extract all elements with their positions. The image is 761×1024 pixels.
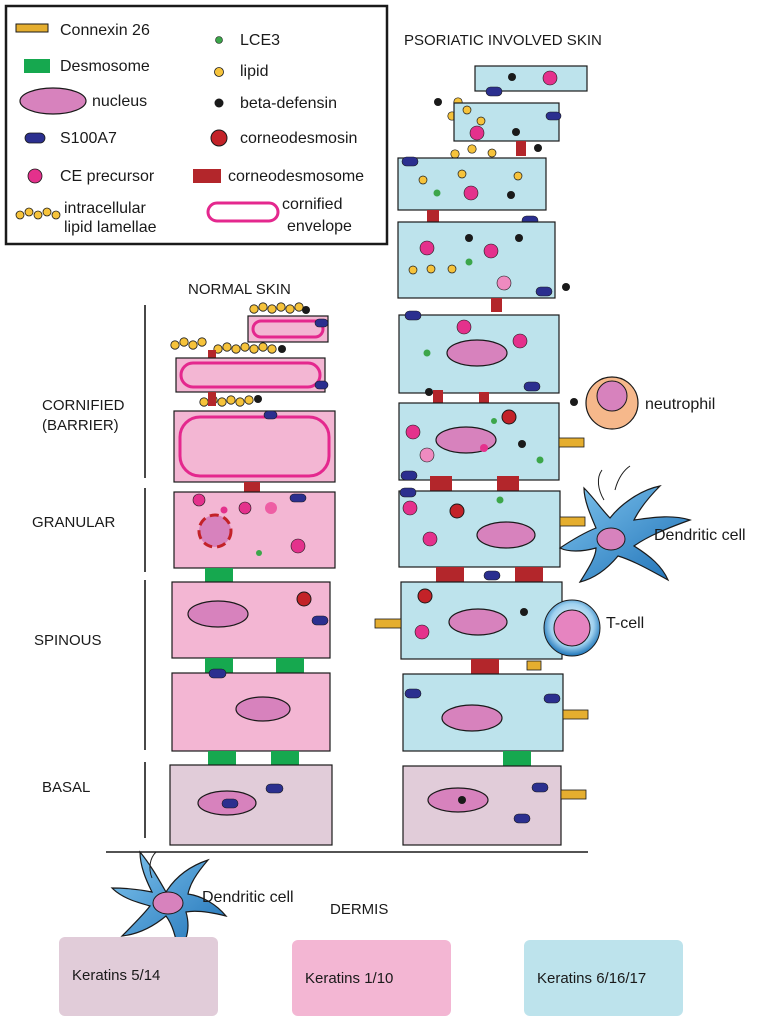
heading-normal: NORMAL SKIN	[188, 281, 291, 298]
legend-cornified-envelope-1: cornified	[282, 196, 342, 213]
cornified-envelope-icon	[206, 201, 280, 223]
legend-lipid: lipid	[240, 63, 268, 80]
legend-lipid-lamellae-2: lipid lamellae	[64, 219, 157, 236]
ce-precursor-icon	[27, 168, 43, 184]
label-neutrophil: neutrophil	[645, 396, 715, 413]
legend-cornified-envelope-2: envelope	[287, 218, 352, 235]
keratin-box-5-14	[59, 937, 218, 1016]
dendritic-cell-dermis: Dendritic cell	[110, 850, 294, 954]
legend-s100a7: S100A7	[60, 130, 117, 147]
legend-ce-precursor: CE precursor	[60, 168, 155, 185]
legend: Connexin 26 Desmosome nucleus S100A7 CE …	[4, 4, 389, 246]
layer-basal: BASAL	[42, 779, 90, 796]
legend-desmosome: Desmosome	[60, 58, 150, 75]
legend-nucleus: nucleus	[92, 93, 147, 110]
keratin-legend: Keratins 5/14 Keratins 1/10 Keratins 6/1…	[59, 937, 683, 1016]
desmosome-icon	[24, 59, 50, 73]
legend-lipid-lamellae-1: intracellular	[64, 200, 146, 217]
layer-spinous: SPINOUS	[34, 632, 102, 649]
keratin-label-6-16-17: Keratins 6/16/17	[537, 970, 646, 987]
legend-lce3: LCE3	[240, 32, 280, 49]
legend-corneodesmosin: corneodesmosin	[240, 130, 357, 147]
nucleus-icon	[19, 87, 87, 115]
layer-labels: CORNIFIED (BARRIER) GRANULAR SPINOUS BAS…	[32, 397, 125, 796]
normal-lipid-lamellae	[170, 302, 304, 407]
normal-skin-column	[169, 302, 336, 846]
keratin-box-1-10	[292, 940, 451, 1016]
layer-dividers	[106, 305, 588, 853]
keratin-box-6-16-17	[524, 940, 683, 1016]
keratin-label-1-10: Keratins 1/10	[305, 970, 393, 987]
s100a7-icon	[24, 132, 46, 144]
label-dendritic-dermis: Dendritic cell	[202, 889, 294, 906]
legend-beta-defensin: beta-defensin	[240, 95, 337, 112]
legend-corneodesmosome: corneodesmosome	[228, 168, 364, 185]
layer-cornified: CORNIFIED	[42, 397, 125, 414]
corneodesmosome-icon	[193, 169, 221, 183]
label-dendritic-epidermis: Dendritic cell	[654, 527, 746, 544]
neutrophil: neutrophil	[585, 376, 715, 430]
beta-defensin-icon	[214, 98, 224, 108]
legend-box	[4, 4, 389, 246]
psoriatic-scale-3	[397, 157, 547, 211]
connexin-26-icon	[15, 23, 49, 33]
lipid-lamellae-icon	[15, 207, 61, 220]
label-t-cell: T-cell	[606, 615, 644, 632]
layer-granular: GRANULAR	[32, 514, 116, 531]
layer-cornified-barrier: (BARRIER)	[42, 417, 119, 434]
dendritic-cell-epidermis: Dendritic cell	[558, 465, 746, 583]
corneodesmosin-icon	[210, 129, 228, 147]
normal-spinous-cell-2	[171, 672, 331, 752]
legend-connexin: Connexin 26	[60, 22, 150, 39]
psoriatic-scale-4	[397, 221, 556, 299]
keratin-label-5-14: Keratins 5/14	[72, 967, 160, 984]
lipid-icon	[214, 67, 224, 77]
lce3-icon	[215, 36, 223, 44]
heading-dermis: DERMIS	[330, 901, 388, 918]
t-cell: T-cell	[543, 599, 644, 657]
normal-corneocyte-bottom	[173, 410, 336, 483]
psoriatic-skin-column	[374, 65, 589, 846]
psoriatic-basal-cell	[402, 765, 562, 846]
heading-psoriatic: PSORIATIC INVOLVED SKIN	[404, 32, 602, 49]
